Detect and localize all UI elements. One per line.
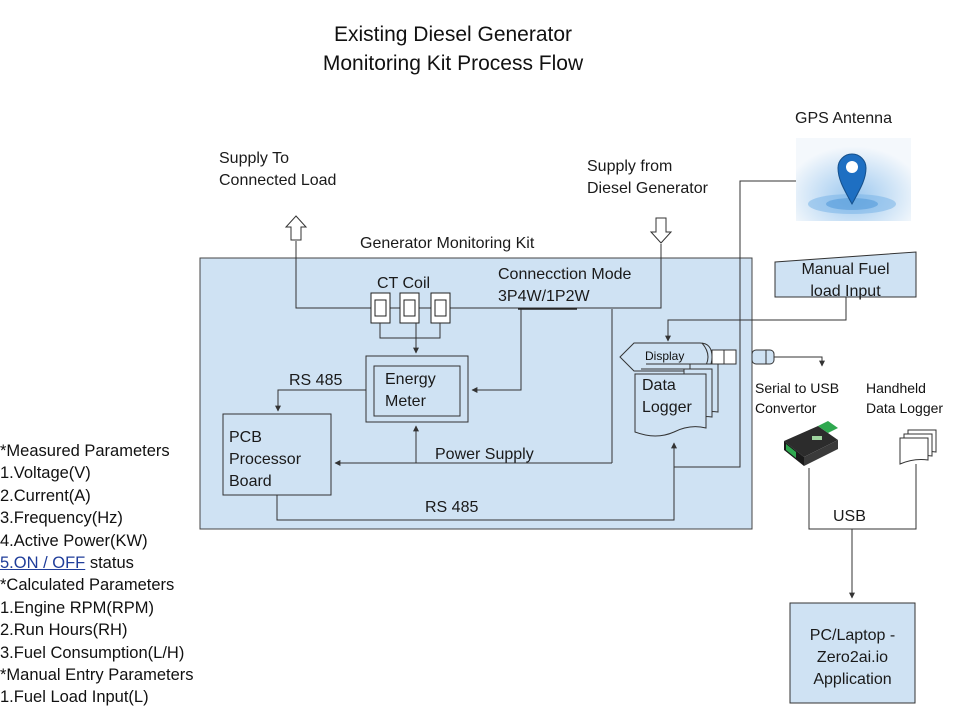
- onoff-link[interactable]: 5.ON / OFF: [0, 554, 86, 573]
- measured-item: 1.Voltage(V): [0, 464, 91, 483]
- usb-label: USB: [833, 508, 866, 525]
- measured-header: *Measured Parameters: [0, 442, 170, 460]
- kit-title: Generator Monitoring Kit: [360, 235, 535, 252]
- manual-fuel-input-label: Manual Fuel load Input: [801, 261, 890, 300]
- serial-usb-label: Serial to USB Convertor: [755, 380, 840, 416]
- ct-coil-group: [370, 292, 451, 324]
- energy-meter-inner: [373, 365, 461, 417]
- manual-item: 1.Fuel Load Input(L): [0, 688, 149, 707]
- pcb-processor-board: [222, 413, 332, 496]
- measured-item: 2.Current(A): [0, 486, 91, 505]
- calculated-header: *Calculated Parameters: [0, 576, 175, 595]
- supply-to-load-label: Supply To Connected Load: [219, 150, 337, 189]
- data-logger-label: Data Logger: [642, 377, 692, 416]
- measured-item: 4.Active Power(KW): [0, 531, 148, 550]
- parameters-list: *Measured Parameters 1.Voltage(V) 2.Curr…: [0, 440, 194, 709]
- pc-laptop-label: PC/Laptop - Zero2ai.io Application: [809, 627, 896, 688]
- ct-coil-label: CT Coil: [377, 275, 431, 292]
- manual-header: *Manual Entry Parameters: [0, 666, 194, 685]
- hollow-arrow-down-icon: [649, 217, 673, 244]
- page-title: Existing Diesel Generator Monitoring Kit…: [253, 20, 653, 78]
- measured-item: 3.Frequency(Hz): [0, 509, 123, 528]
- power-line: [295, 241, 662, 309]
- calculated-item: 2.Run Hours(RH): [0, 621, 128, 640]
- rs485-top-label: RS 485: [289, 372, 343, 389]
- measured-item-onoff: 5.ON / OFF status: [0, 554, 134, 573]
- pc-laptop-box: [789, 602, 916, 704]
- handheld-data-logger-icon: [899, 429, 937, 465]
- hollow-arrow-up-icon: [284, 215, 308, 241]
- title-line-2: Monitoring Kit Process Flow: [322, 52, 584, 75]
- usb-plug-icon: [751, 349, 775, 365]
- map-pin-icon: [796, 138, 911, 221]
- calculated-item: 3.Fuel Consumption(L/H): [0, 643, 185, 662]
- ct-coil-2: [399, 292, 420, 324]
- calculated-item: 1.Engine RPM(RPM): [0, 598, 155, 617]
- supply-from-generator-label: Supply from Diesel Generator: [587, 158, 708, 197]
- title-line-1: Existing Diesel Generator: [333, 23, 573, 46]
- handheld-logger-label: Handheld Data Logger: [866, 380, 944, 416]
- display-label: Display: [645, 349, 685, 363]
- energy-meter-label: Energy Meter: [385, 371, 436, 410]
- gps-antenna-label: GPS Antenna: [795, 110, 892, 127]
- serial-usb-converter-icon: [784, 421, 838, 466]
- power-supply-label: Power Supply: [435, 446, 534, 463]
- data-logger-shape: [634, 363, 719, 437]
- manual-fuel-input-shape: [774, 251, 917, 298]
- pcb-label: PCB Processor Board: [229, 429, 302, 490]
- ct-coil-3: [430, 292, 451, 324]
- connection-mode-label: Connecction Mode 3P4W/1P2W: [498, 266, 632, 305]
- rs485-bottom-label: RS 485: [425, 499, 479, 516]
- ct-coil-1: [370, 292, 391, 324]
